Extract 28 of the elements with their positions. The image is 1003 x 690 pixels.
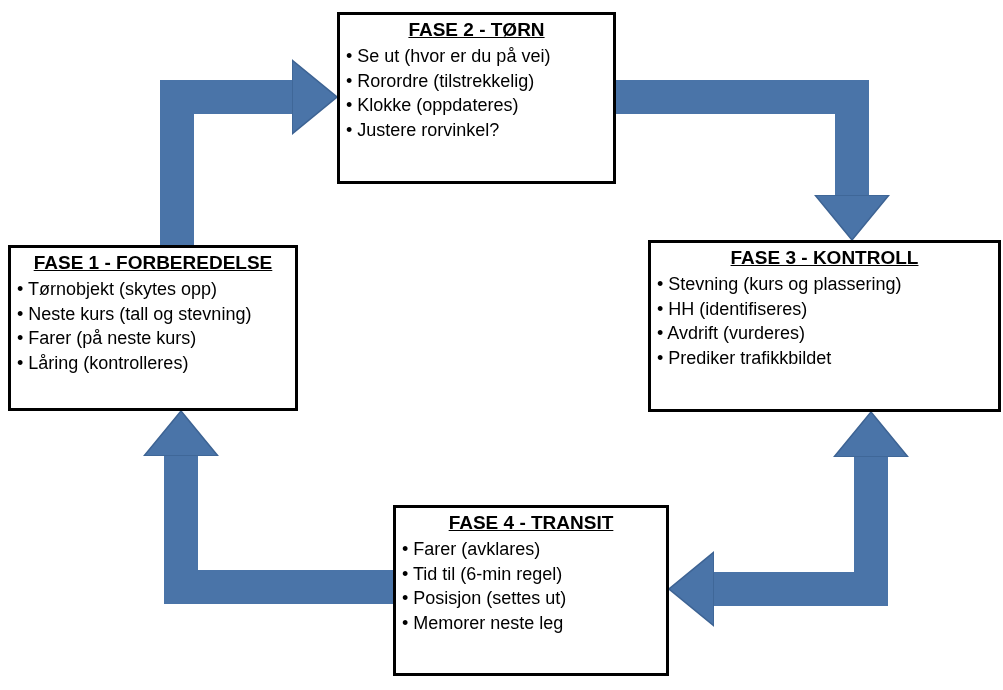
bullet-item: • Tid til (6-min regel) xyxy=(402,562,564,586)
bullet-item: • Se ut (hvor er du på vei) xyxy=(346,45,552,68)
bullet-item: • Posisjon (settes ut) xyxy=(402,587,568,610)
block-arrow xyxy=(668,411,909,627)
phase-box xyxy=(648,240,1001,412)
block-arrow xyxy=(143,410,393,604)
bullet-item: • HH (identifiseres) xyxy=(657,297,809,321)
bullet-item: • Prediker trafikkbildet xyxy=(657,346,833,370)
bullet-item: • Justere rorvinkel? xyxy=(346,118,501,142)
phase-box xyxy=(8,245,298,411)
bullet-item: • Stevning (kurs og plassering) xyxy=(657,273,903,296)
bullet-item: • Avdrift (vurderes) xyxy=(657,322,807,345)
phase-box xyxy=(393,505,669,676)
bullet-item: • Memorer neste leg xyxy=(402,611,565,635)
bullet-item: • Tørnobjekt (skytes opp) xyxy=(17,278,219,301)
block-arrow xyxy=(616,80,890,241)
phase-box xyxy=(337,12,616,184)
phase-heading: FASE 4 - TRANSIT xyxy=(447,512,615,534)
bullet-item: • Neste kurs (tall og stevning) xyxy=(17,302,253,326)
bullet-item: • Klokke (oppdateres) xyxy=(346,94,520,117)
block-arrow xyxy=(160,59,338,245)
bullet-item: • Låring (kontrolleres) xyxy=(17,351,190,375)
phase-heading: FASE 3 - KONTROLL xyxy=(729,247,920,269)
bullet-item: • Farer (på neste kurs) xyxy=(17,327,198,350)
bullet-item: • Farer (avklares) xyxy=(402,538,542,561)
phase-heading: FASE 1 - FORBEREDELSE xyxy=(32,252,274,274)
phase-heading: FASE 2 - TØRN xyxy=(407,19,546,41)
bullet-item: • Rorordre (tilstrekkelig) xyxy=(346,69,536,93)
